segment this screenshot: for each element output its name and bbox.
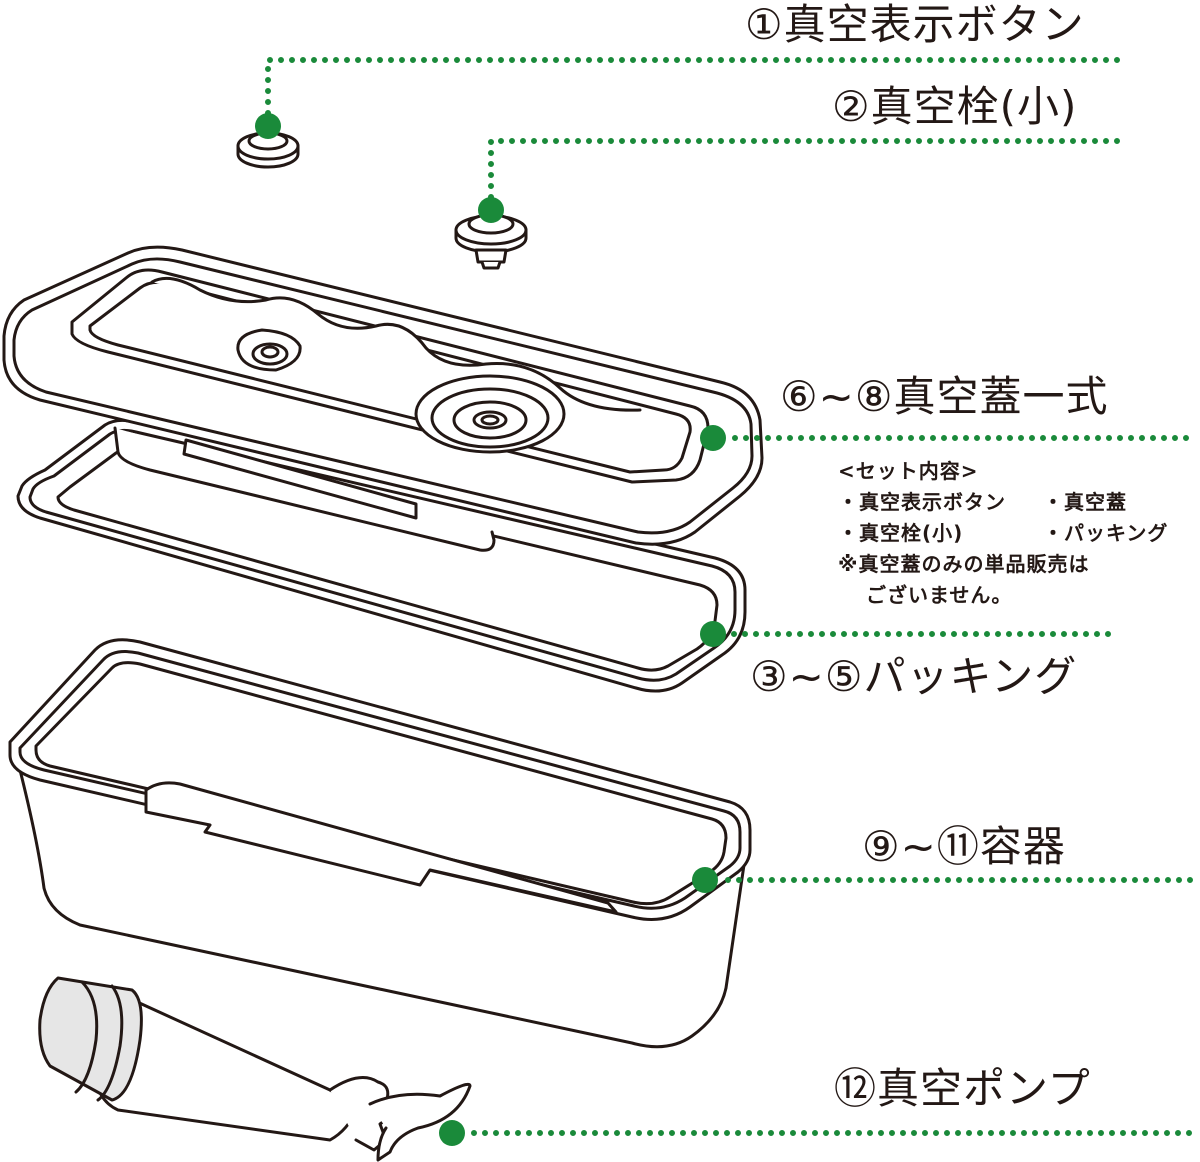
set-item-vacuum-button: ・真空表示ボタン — [838, 490, 1006, 514]
vacuum-lid-part — [2, 245, 764, 552]
callout-dot-packing — [700, 621, 726, 647]
set-item-packing: ・パッキング — [1043, 521, 1169, 545]
callout-dot-vacuum-plug — [478, 197, 504, 223]
packing-part — [16, 418, 747, 693]
set-contents-title: <セット内容> — [838, 459, 979, 483]
callout-dot-vacuum-lid — [700, 425, 726, 451]
leader-line-vacuum-plug — [488, 138, 1121, 211]
callout-dot-container — [692, 867, 718, 893]
callout-dot-vacuum-pump — [439, 1120, 465, 1146]
set-item-vacuum-lid: ・真空蓋 — [1043, 490, 1127, 514]
set-note-line1: ※真空蓋のみの単品販売は — [838, 552, 1090, 576]
label-vacuum-plug: ②真空栓(小) — [832, 82, 1078, 131]
callout-dot-vacuum-button — [255, 113, 281, 139]
vacuum-pump-part — [38, 976, 472, 1162]
label-vacuum-lid-set: ⑥~⑧真空蓋一式 — [780, 372, 1109, 421]
label-container: ⑨~⑪容器 — [862, 822, 1066, 871]
label-vacuum-pump: ⑫真空ポンプ — [834, 1064, 1091, 1113]
label-packing: ③~⑤パッキング — [750, 652, 1078, 701]
label-vacuum-button: ①真空表示ボタン — [745, 0, 1085, 49]
container-part — [8, 638, 752, 1049]
set-item-vacuum-plug: ・真空栓(小) — [838, 521, 964, 545]
set-note-line2: ございません。 — [866, 583, 1013, 607]
set-contents-box: <セット内容> ・真空表示ボタン ・真空蓋 ・真空栓(小) ・パッキング ※真空… — [838, 456, 1167, 611]
leader-line-vacuum-button — [265, 57, 1121, 127]
